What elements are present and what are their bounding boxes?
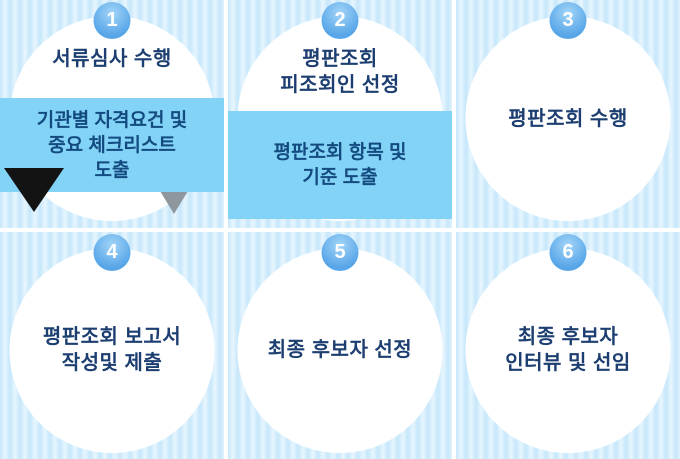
callout-tail-dark-icon xyxy=(4,168,64,212)
step-1-panel: 1 서류심사 수행 기관별 자격요건 및 중요 체크리스트 도출 xyxy=(0,0,224,228)
step-5-circle: 최종 후보자 선정 xyxy=(237,247,443,453)
step-3-title-line: 평판조회 수행 xyxy=(508,107,628,130)
step-6-number-badge: 6 xyxy=(549,233,587,271)
step-4-number-badge: 4 xyxy=(93,233,131,271)
step-4-title-line: 평판조회 보고서 xyxy=(42,326,182,348)
step-3-number-badge: 3 xyxy=(549,2,587,39)
step-4-circle: 평판조회 보고서 작성및 제출 xyxy=(9,247,215,453)
step-1-callout-line: 도출 xyxy=(94,159,130,181)
step-6-circle: 최종 후보자 인터뷰 및 선임 xyxy=(465,247,671,453)
step-1-title-line: 서류심사 수행 xyxy=(52,48,172,70)
step-3-panel: 3 평판조회 수행 xyxy=(456,0,680,228)
step-2-callout-line: 기준 도출 xyxy=(302,167,378,188)
step-1-callout-line: 중요 체크리스트 xyxy=(48,134,176,156)
step-2-callout: 평판조회 항목 및 기준 도출 xyxy=(228,111,452,219)
step-6-panel: 6 최종 후보자 인터뷰 및 선임 xyxy=(456,231,680,459)
step-2-panel: 2 평판조회 피조회인 선정 평판조회 항목 및 기준 도출 xyxy=(228,0,452,228)
step-5-panel: 5 최종 후보자 선정 xyxy=(228,231,452,459)
step-2-title-line: 피조회인 선정 xyxy=(280,74,400,96)
step-6-title-line: 최종 후보자 xyxy=(517,326,619,348)
step-4-panel: 4 평판조회 보고서 작성및 제출 xyxy=(0,231,224,459)
step-2-title-line: 평판조회 xyxy=(302,48,378,70)
step-3-circle: 평판조회 수행 xyxy=(465,16,671,221)
step-1-callout-line: 기관별 자격요건 및 xyxy=(36,109,188,131)
step-2-number-badge: 2 xyxy=(321,2,359,39)
step-2-callout-line: 평판조회 항목 및 xyxy=(273,142,407,163)
step-4-title-line: 작성및 제출 xyxy=(61,352,163,374)
step-5-number-badge: 5 xyxy=(321,233,359,271)
step-1-number-badge: 1 xyxy=(93,2,131,39)
step-6-title-line: 인터뷰 및 선임 xyxy=(505,352,631,374)
step-5-title-line: 최종 후보자 선정 xyxy=(267,339,413,361)
